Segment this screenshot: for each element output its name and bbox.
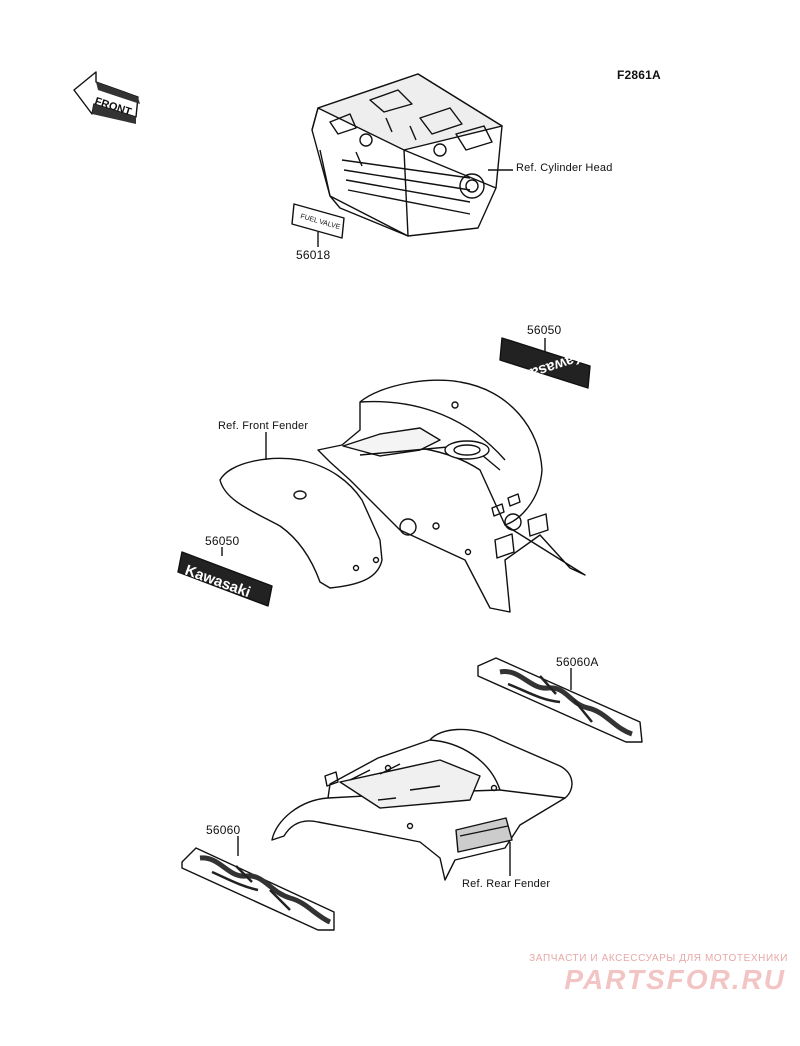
kawasaki-decal-left: Kawasaki — [177, 551, 273, 607]
rear-fender — [271, 728, 573, 881]
part-number-56050-top: 56050 — [527, 323, 562, 337]
watermark-logo: PARTSFOR.RU — [564, 964, 786, 995]
cylinder-head — [311, 73, 503, 237]
side-decal-56060a — [477, 657, 643, 743]
ref-cylinder-head-label: Ref. Cylinder Head — [516, 162, 613, 174]
figure-code: F2861A — [617, 68, 661, 82]
front-fender — [219, 379, 586, 613]
ref-front-fender-label: Ref. Front Fender — [218, 420, 309, 432]
ref-rear-fender-label: Ref. Rear Fender — [462, 878, 551, 890]
watermark-subtitle: ЗАПЧАСТИ И АКСЕССУАРЫ ДЛЯ МОТОТЕХНИКИ — [529, 953, 788, 964]
fuel-valve-decal: FUEL VALVE — [291, 203, 345, 239]
part-number-56018: 56018 — [296, 248, 331, 262]
side-decal-56060 — [181, 847, 335, 931]
part-number-56050-left: 56050 — [205, 534, 240, 548]
part-number-56060: 56060 — [206, 823, 241, 837]
front-arrow-icon: FRONT — [73, 71, 140, 124]
part-number-56060a: 56060A — [556, 655, 599, 669]
